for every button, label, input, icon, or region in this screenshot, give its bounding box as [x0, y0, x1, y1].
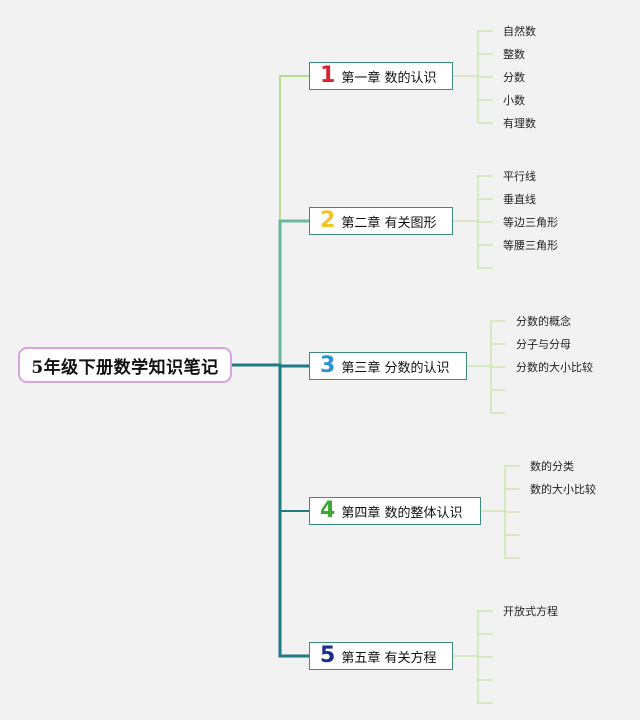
topic-item[interactable]: 分数的大小比较: [516, 361, 593, 374]
chapter-number: 5: [320, 643, 336, 668]
topic-item[interactable]: 开放式方程: [503, 605, 558, 618]
topic-item[interactable]: 数的大小比较: [530, 483, 596, 496]
topic-item[interactable]: 数的分类: [530, 460, 574, 473]
topic-item[interactable]: 分数的概念: [516, 315, 571, 328]
chapter-node-2[interactable]: 2 第二章 有关图形: [309, 207, 453, 235]
chapter-number: 3: [320, 353, 336, 378]
chapter-title: 第三章 分数的认识: [341, 360, 450, 376]
topic-item[interactable]: 自然数: [503, 25, 536, 38]
chapter-node-4[interactable]: 4 第四章 数的整体认识: [309, 497, 481, 525]
topic-item[interactable]: 整数: [503, 48, 525, 61]
topic-item[interactable]: 有理数: [503, 117, 536, 130]
topic-item[interactable]: 平行线: [503, 170, 536, 183]
topic-item[interactable]: 等边三角形: [503, 216, 558, 229]
chapter-node-3[interactable]: 3 第三章 分数的认识: [309, 352, 467, 380]
root-node[interactable]: 5年级下册数学知识笔记: [18, 347, 232, 383]
topic-item[interactable]: 垂直线: [503, 193, 536, 206]
chapter-node-5[interactable]: 5 第五章 有关方程: [309, 642, 453, 670]
chapter-title: 第四章 数的整体认识: [341, 505, 463, 521]
chapter-number: 1: [320, 63, 336, 88]
chapter-number: 4: [320, 498, 336, 523]
chapter-node-1[interactable]: 1 第一章 数的认识: [309, 62, 453, 90]
chapter-number: 2: [320, 208, 336, 233]
chapter-title: 第五章 有关方程: [341, 650, 437, 666]
topic-item[interactable]: 分子与分母: [516, 338, 571, 351]
topic-item[interactable]: 等腰三角形: [503, 239, 558, 252]
root-title: 5年级下册数学知识笔记: [31, 357, 219, 378]
chapter-title: 第一章 数的认识: [341, 70, 437, 86]
topic-item[interactable]: 小数: [503, 94, 525, 107]
topic-item[interactable]: 分数: [503, 71, 525, 84]
chapter-title: 第二章 有关图形: [341, 215, 437, 231]
